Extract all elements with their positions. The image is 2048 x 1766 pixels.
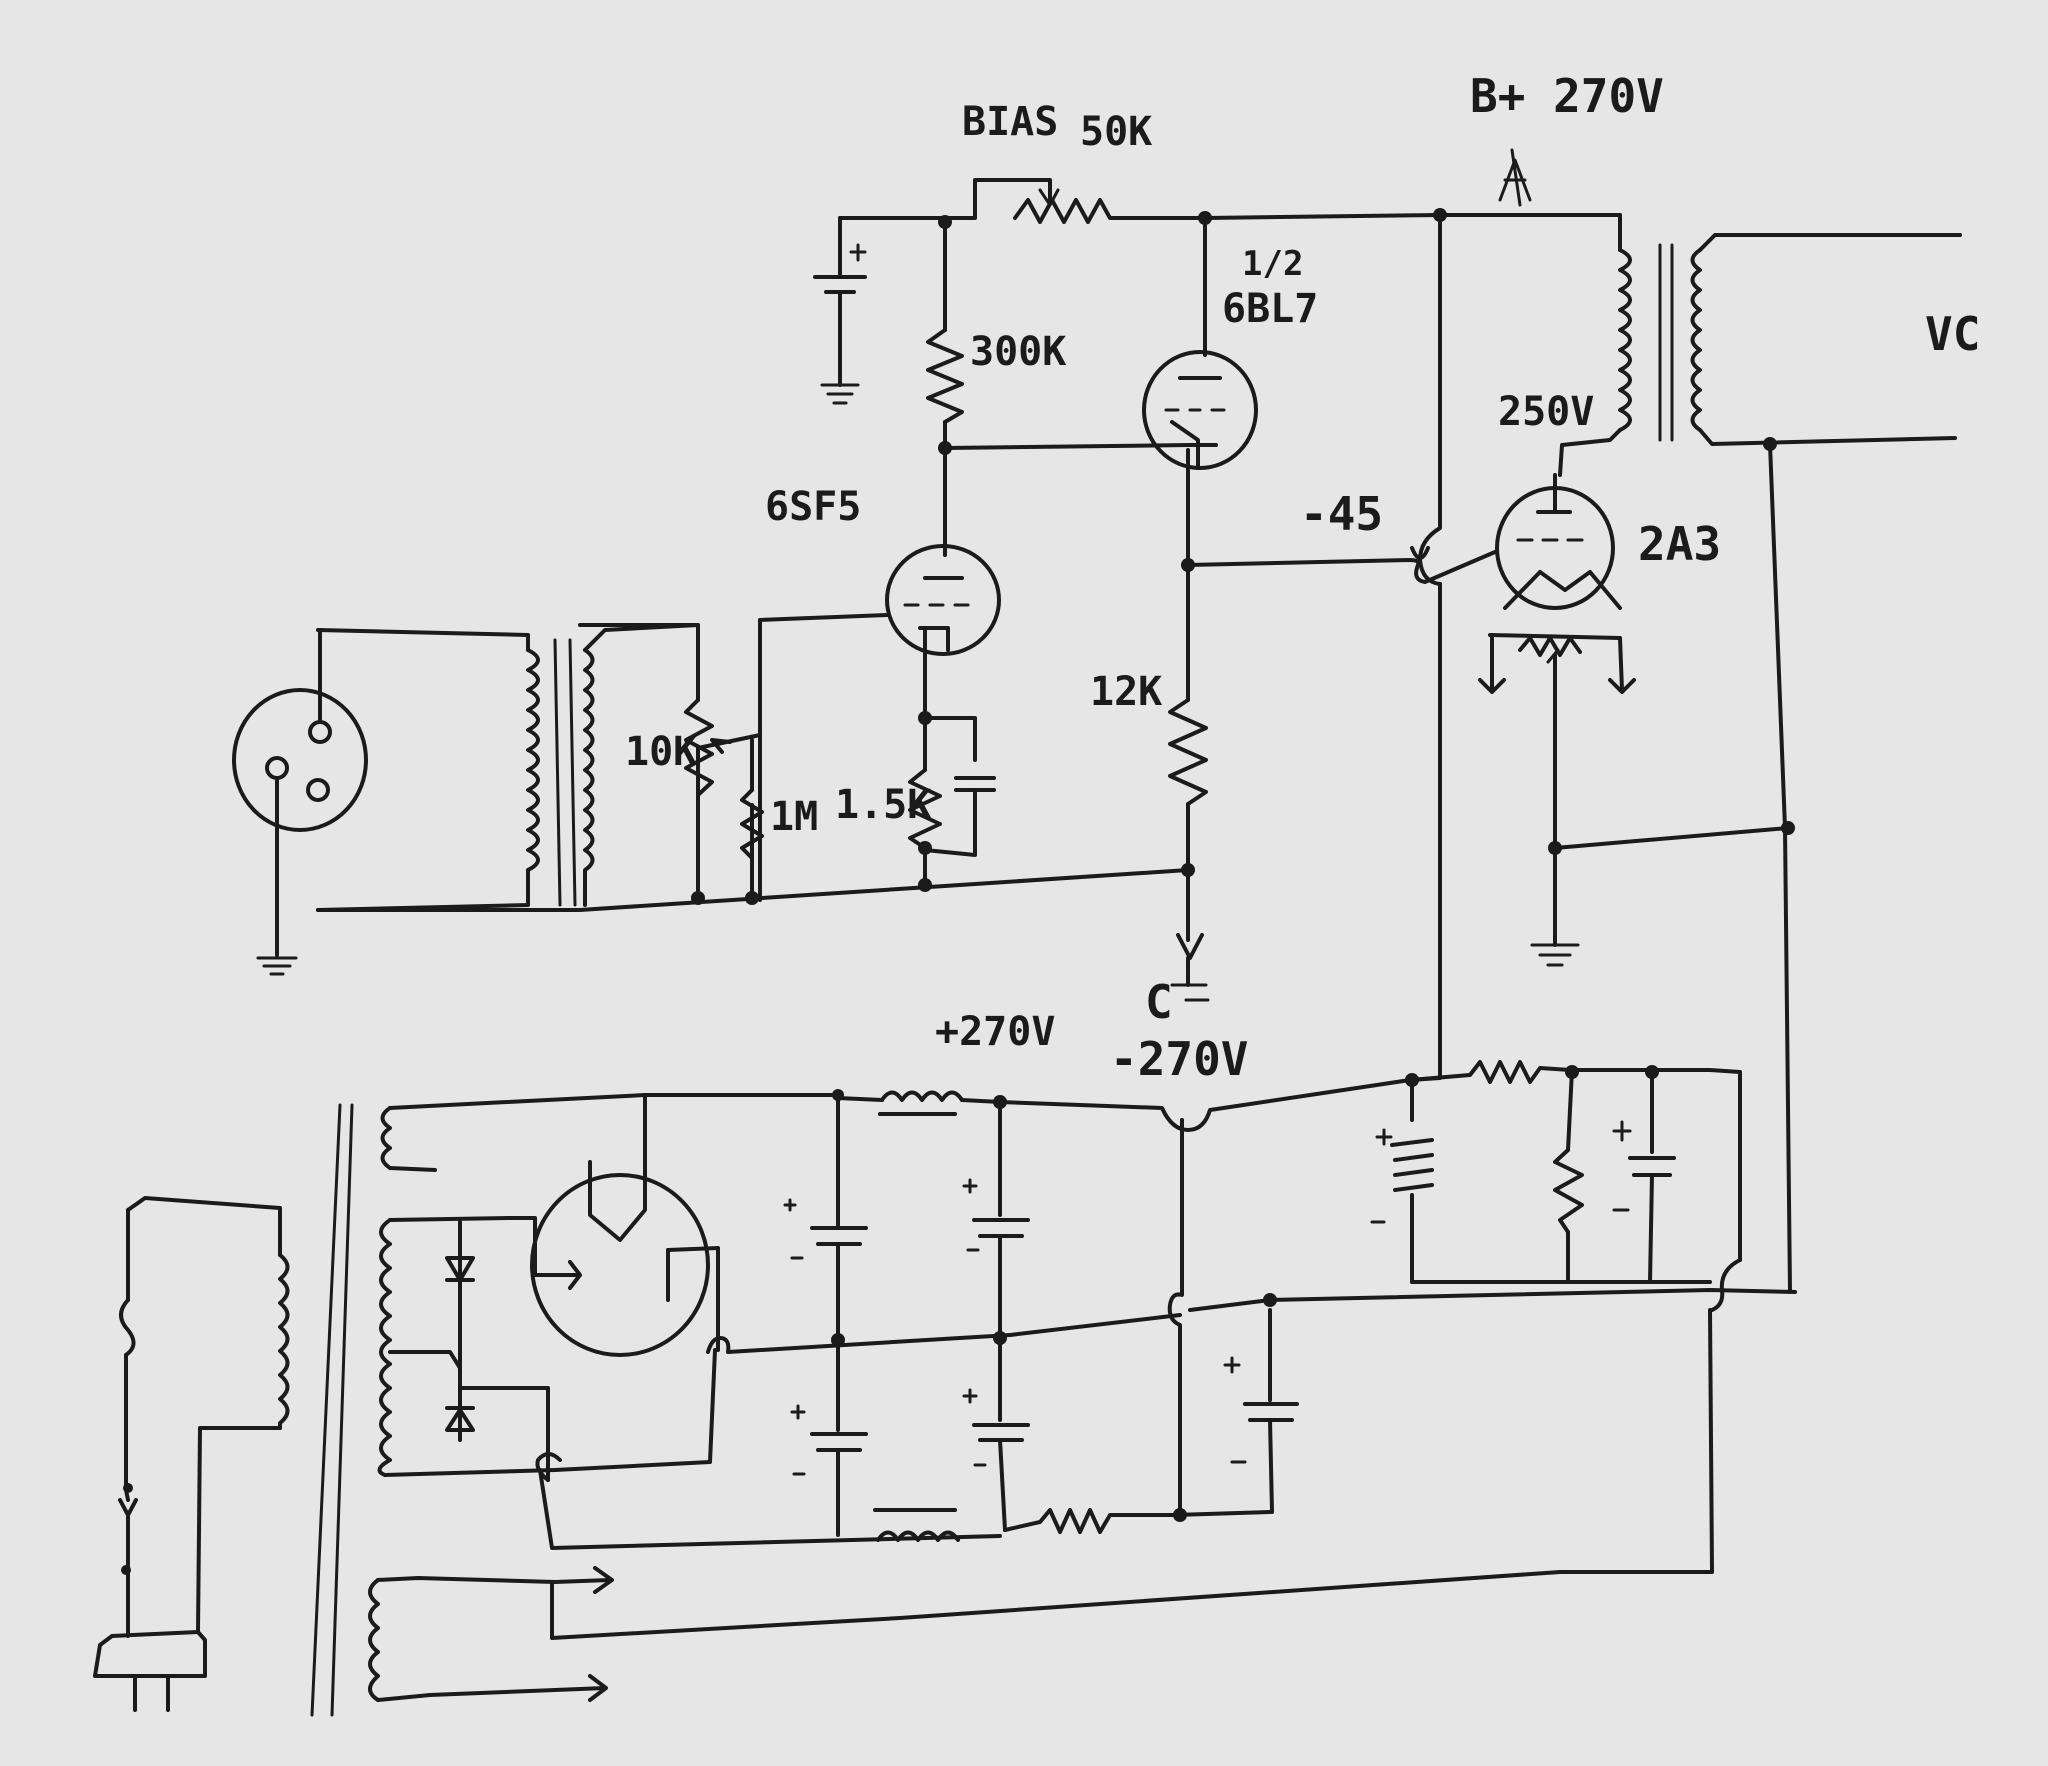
rectifier-tube	[508, 1160, 720, 1357]
label-1m: 1M	[770, 794, 818, 840]
tube-6bl7	[1142, 216, 1258, 567]
label-minus45: -45	[1300, 487, 1383, 541]
ac-input	[93, 1196, 290, 1712]
ground-bus-input	[316, 733, 1210, 1002]
label-bias-pot-value: 50K	[1080, 109, 1152, 155]
negative-filter	[790, 1118, 1797, 1542]
grid-line-2a3	[1186, 550, 1497, 584]
label-minus270: -270V	[1110, 1032, 1248, 1086]
power-transformer	[310, 1093, 647, 1717]
tube-6sf5	[758, 544, 1001, 902]
label-1-5k: 1.5K	[835, 782, 931, 828]
bias-battery	[813, 216, 867, 405]
label-bplus-voltage: B+ 270V	[1470, 69, 1664, 123]
resistor-12k	[1168, 563, 1208, 872]
bplus-decoupling	[1370, 1060, 1742, 1574]
label-6sf5: 6SF5	[765, 484, 861, 530]
label-2a3: 2A3	[1638, 517, 1721, 571]
output-transformer	[1553, 233, 1962, 1294]
heater-winding	[368, 1566, 1562, 1702]
label-vc: VC	[1925, 307, 1980, 361]
resistor-300k	[926, 216, 1192, 557]
label-12k: 12K	[1090, 669, 1162, 715]
label-plus270: +270V	[935, 1009, 1055, 1055]
bias-diodes	[388, 1220, 1012, 1550]
label-bias: BIAS	[962, 99, 1058, 145]
label-10k: 10K	[625, 729, 697, 775]
cathode-network-6sf5	[908, 716, 996, 887]
bplus-trunk	[1418, 148, 1532, 1077]
label-6bl7: 6BL7	[1222, 286, 1318, 332]
label-half: 1/2	[1242, 244, 1303, 284]
label-250v: 250V	[1498, 389, 1594, 435]
tube-2a3	[1478, 473, 1636, 967]
input-transformer	[316, 623, 700, 912]
label-cap-c: C	[1145, 975, 1173, 1029]
resistor-1m	[740, 738, 764, 860]
xlr-input-jack	[232, 628, 368, 976]
bplus-filter	[643, 1076, 1442, 1342]
junction-dots	[691, 208, 1795, 1522]
label-300k: 300K	[970, 329, 1066, 375]
